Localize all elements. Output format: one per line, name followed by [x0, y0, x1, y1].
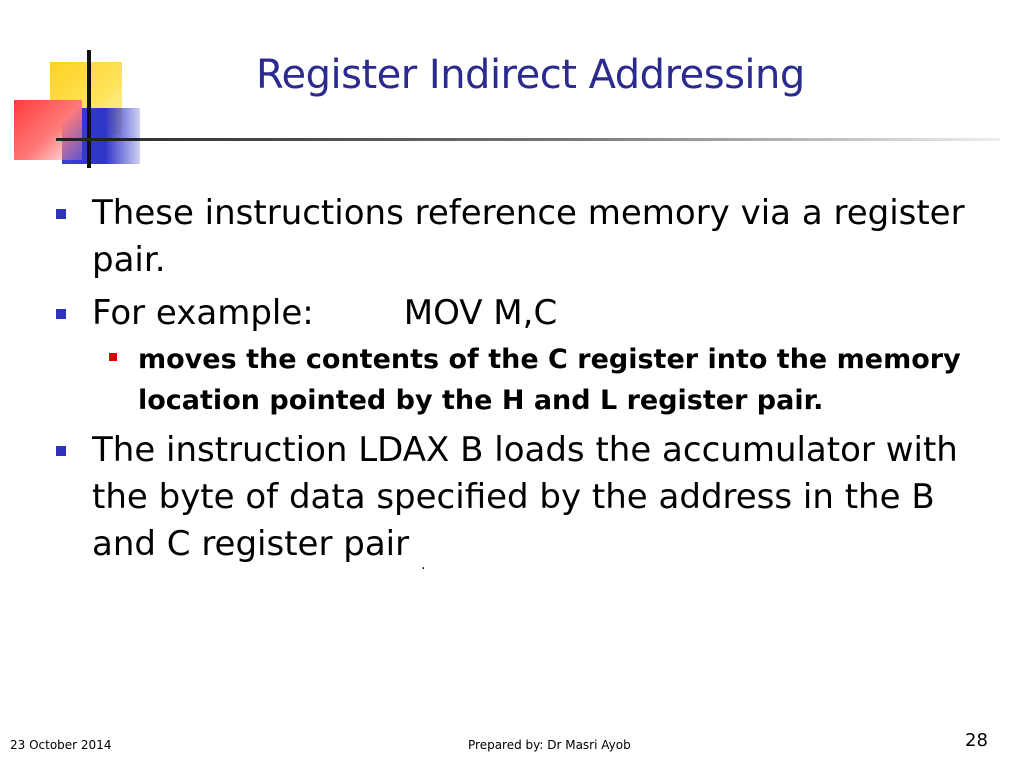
bullet-text: The instruction LDAX B loads the accumul… — [92, 430, 958, 564]
bullet-list: These instructions reference memory via … — [54, 190, 984, 595]
logo-horizontal-line — [56, 138, 146, 141]
square-bullet-icon — [56, 446, 66, 456]
trailing-mark: . — [421, 557, 426, 573]
footer-author: Prepared by: Dr Masri Ayob — [468, 738, 631, 752]
slide-logo-graphic — [0, 0, 160, 170]
slide-footer: 23 October 2014 Prepared by: Dr Masri Ay… — [0, 728, 1024, 768]
example-code: MOV M,C — [403, 293, 558, 333]
bullet-label: For example: — [92, 293, 314, 333]
square-sub-bullet-icon — [109, 353, 117, 361]
bullet-item: The instruction LDAX B loads the accumul… — [54, 427, 984, 589]
sub-bullet-item: moves the contents of the C register int… — [109, 339, 984, 421]
title-underline — [140, 138, 1000, 141]
bullet-text: These instructions reference memory via … — [92, 193, 965, 280]
square-bullet-icon — [56, 309, 66, 319]
logo-vertical-line — [87, 50, 91, 168]
sub-bullet-text: moves the contents of the C register int… — [138, 344, 961, 416]
square-bullet-icon — [56, 209, 66, 219]
logo-red-square — [14, 100, 82, 160]
footer-date: 23 October 2014 — [10, 738, 112, 752]
page-number: 28 — [965, 730, 988, 751]
bullet-item: For example: MOV M,C — [54, 290, 984, 337]
slide-title: Register Indirect Addressing — [256, 52, 805, 98]
bullet-item: These instructions reference memory via … — [54, 190, 984, 284]
